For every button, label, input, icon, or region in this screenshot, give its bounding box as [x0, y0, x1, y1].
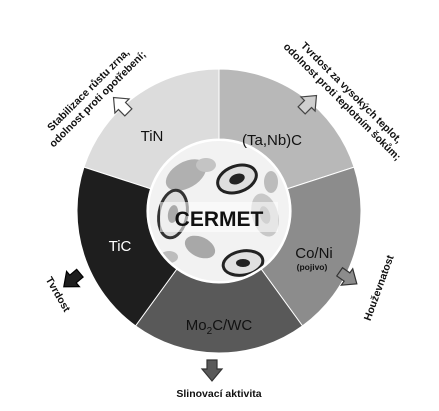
property-bottom: Slinovací aktivita — [176, 388, 261, 400]
arrow-top-right — [297, 94, 318, 115]
segment-sublabel-coni: (pojivo) — [297, 262, 328, 272]
arrow-left — [63, 268, 84, 288]
segment-label-tanbc: (Ta,Nb)C — [242, 132, 302, 149]
segment-label-tic: TiC — [109, 238, 132, 255]
property-right: Houževnatost — [362, 253, 397, 322]
segment-label-mo2c: Mo2C/WC — [186, 317, 253, 337]
arrow-top-left — [112, 96, 133, 117]
arrow-bottom — [200, 359, 224, 382]
segment-label-tin: TiN — [141, 128, 164, 145]
center-title: CERMET — [175, 208, 264, 231]
microstructure-illustration: CERMET — [147, 139, 291, 283]
arrow-right — [335, 266, 358, 286]
segment-label-coni: Co/Ni — [295, 245, 333, 262]
